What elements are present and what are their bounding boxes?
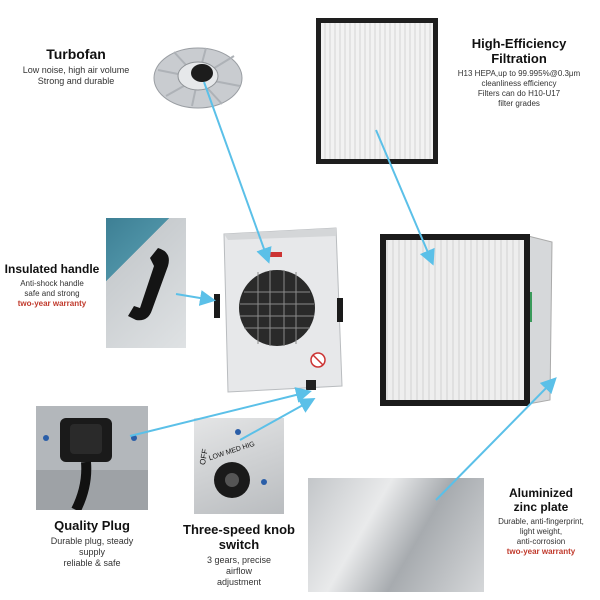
handle-line1: Anti-shock handle: [20, 279, 84, 288]
knob-line3: adjustment: [216, 577, 262, 587]
filtration-line4: filter grades: [498, 99, 540, 108]
plug-line3: reliable & safe: [63, 558, 121, 568]
turbofan-callout: Turbofan Low noise, high air volume Stro…: [6, 46, 146, 86]
filtration-title-1: High-Efficiency: [471, 36, 567, 51]
filtration-callout: High-Efficiency Filtration H13 HEPA,up t…: [444, 36, 594, 108]
turbofan-photo: [152, 40, 244, 110]
filtration-line2: cleanliness efficiency: [481, 79, 557, 88]
zinc-warranty: two-year warranty: [506, 547, 576, 556]
plug-line2: supply: [78, 547, 105, 557]
plug-title: Quality Plug: [54, 518, 130, 533]
zinc-title-2: zinc plate: [513, 500, 569, 514]
handle-warranty: two-year warranty: [17, 299, 87, 308]
handle-photo: [106, 218, 186, 348]
zinc-plate-photo: [308, 478, 484, 592]
knob-title-1: Three-speed knob: [183, 522, 295, 537]
ffu-filter-side-photo: [380, 232, 556, 408]
turbofan-title: Turbofan: [46, 46, 106, 62]
zinc-callout: Aluminized zinc plate Durable, anti-fing…: [484, 486, 598, 556]
zinc-line3: anti-corrosion: [516, 537, 566, 546]
filtration-line3: Filters can do H10-U17: [477, 89, 561, 98]
knob-title-2: switch: [218, 537, 260, 552]
turbofan-line1: Low noise, high air volume: [22, 65, 130, 75]
handle-line2: safe and strong: [24, 289, 80, 298]
filtration-title-2: Filtration: [491, 51, 547, 66]
handle-callout: Insulated handle Anti-shock handle safe …: [0, 262, 104, 308]
knob-callout: Three-speed knob switch 3 gears, precise…: [172, 522, 306, 587]
handle-title: Insulated handle: [4, 262, 100, 276]
zinc-title-1: Aluminized: [508, 486, 573, 500]
hepa-filter-photo: [316, 18, 438, 164]
zinc-line2: light weight,: [519, 527, 563, 536]
turbofan-line2: Strong and durable: [37, 76, 115, 86]
knob-line2: airflow: [225, 566, 252, 576]
filtration-line1: H13 HEPA,up to 99.995%@0.3μm: [457, 69, 581, 78]
plug-photo: [36, 406, 148, 510]
knob-line1: 3 gears, precise: [206, 555, 272, 565]
ffu-unit-photo: [214, 226, 344, 394]
plug-callout: Quality Plug Durable plug, steady supply…: [22, 518, 162, 568]
knob-photo: OFF LOW MED HIG: [194, 418, 284, 514]
zinc-line1: Durable, anti-fingerprint,: [498, 517, 584, 526]
plug-line1: Durable plug, steady: [50, 536, 134, 546]
